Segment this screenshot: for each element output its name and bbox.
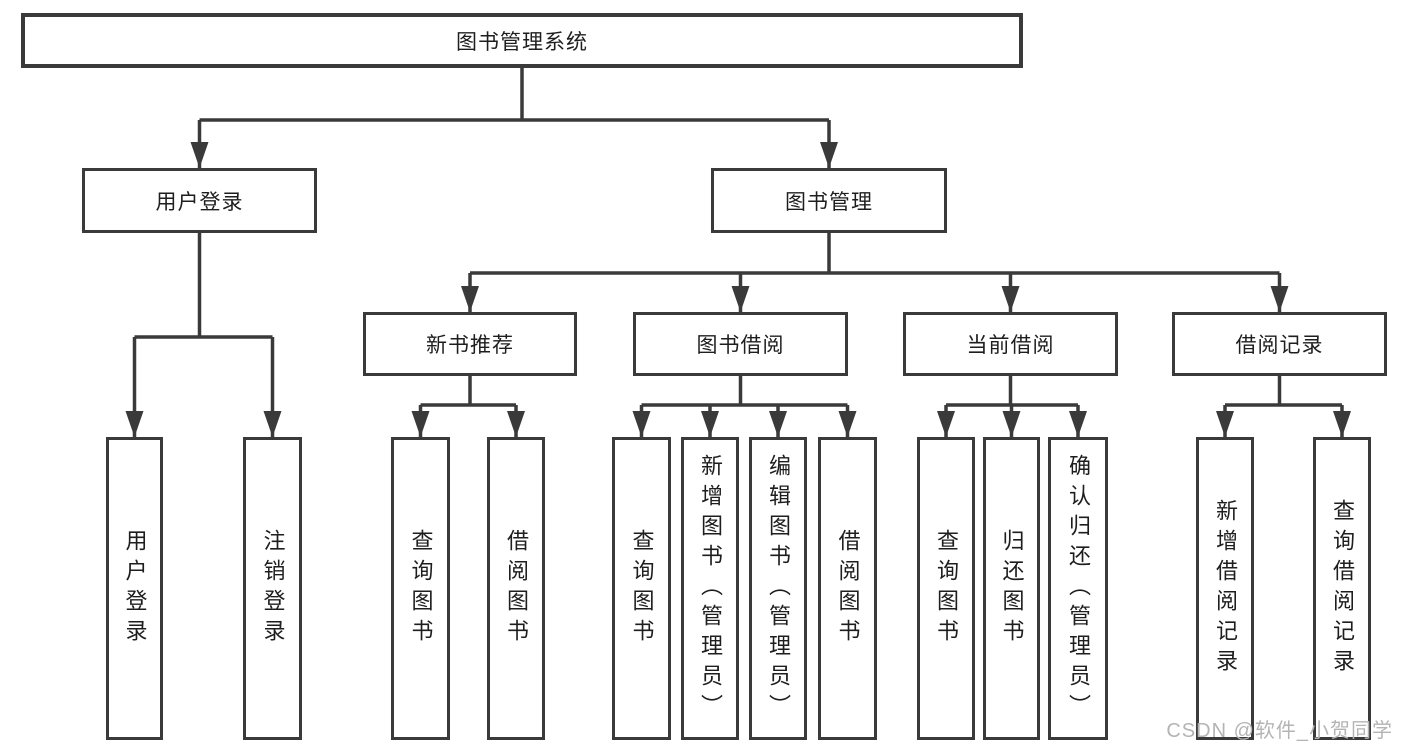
- leaf-nbr-borrow-books: 借阅图书: [487, 437, 545, 740]
- leaf-bb-add-books-admin: 新增图书（管理员）: [681, 437, 739, 740]
- node-borrow-records-label: 借阅记录: [1235, 334, 1324, 357]
- leaf-cb-return-books: 归还图书: [983, 437, 1040, 740]
- node-book-management: 图书管理: [711, 168, 947, 233]
- leaf-br-query-record: 查询借阅记录: [1313, 437, 1371, 740]
- node-user-login: 用户登录: [82, 168, 317, 233]
- leaf-bb-query-books-label: 查询图书: [629, 528, 655, 649]
- leaf-cb-query-books: 查询图书: [917, 437, 975, 740]
- leaf-bb-edit-books-admin: 编辑图书（管理员）: [749, 437, 807, 740]
- node-book-borrowing-label: 图书借阅: [696, 334, 785, 357]
- node-book-borrowing: 图书借阅: [633, 312, 848, 376]
- leaf-nbr-query-books-label: 查询图书: [408, 528, 434, 649]
- node-current-borrowing: 当前借阅: [903, 312, 1118, 376]
- node-user-login-label: 用户登录: [155, 190, 244, 214]
- leaf-bb-borrow-books: 借阅图书: [818, 437, 877, 740]
- node-book-management-label: 图书管理: [785, 190, 873, 214]
- node-root: 图书管理系统: [21, 13, 1023, 68]
- leaf-bb-add-books-admin-label: 新增图书（管理员）: [698, 453, 723, 724]
- node-current-borrowing-label: 当前借阅: [966, 334, 1055, 357]
- leaf-logout: 注销登录: [243, 437, 302, 740]
- leaf-user-login-label: 用户登录: [122, 528, 148, 649]
- node-root-label: 图书管理系统: [456, 30, 588, 54]
- leaf-cb-return-books-label: 归还图书: [999, 528, 1025, 649]
- leaf-nbr-query-books: 查询图书: [391, 437, 450, 740]
- leaf-logout-label: 注销登录: [260, 528, 286, 649]
- csdn-watermark: CSDN @软件_小贺同学: [1166, 720, 1393, 742]
- leaf-cb-query-books-label: 查询图书: [934, 528, 959, 649]
- leaf-br-query-record-label: 查询借阅记录: [1330, 498, 1355, 679]
- leaf-br-add-record-label: 新增借阅记录: [1213, 498, 1238, 679]
- node-new-book-recommend-label: 新书推荐: [426, 334, 514, 357]
- node-borrow-records: 借阅记录: [1172, 312, 1387, 376]
- leaf-user-login: 用户登录: [106, 437, 163, 740]
- leaf-br-add-record: 新增借阅记录: [1196, 437, 1254, 740]
- leaf-bb-edit-books-admin-label: 编辑图书（管理员）: [766, 453, 791, 724]
- leaf-bb-query-books: 查询图书: [612, 437, 671, 740]
- leaf-nbr-borrow-books-label: 借阅图书: [504, 528, 529, 649]
- leaf-cb-confirm-return-admin: 确认归还（管理员）: [1048, 437, 1108, 740]
- leaf-bb-borrow-books-label: 借阅图书: [835, 528, 861, 649]
- node-new-book-recommend: 新书推荐: [363, 312, 577, 376]
- leaf-cb-confirm-return-admin-label: 确认归还（管理员）: [1066, 453, 1091, 724]
